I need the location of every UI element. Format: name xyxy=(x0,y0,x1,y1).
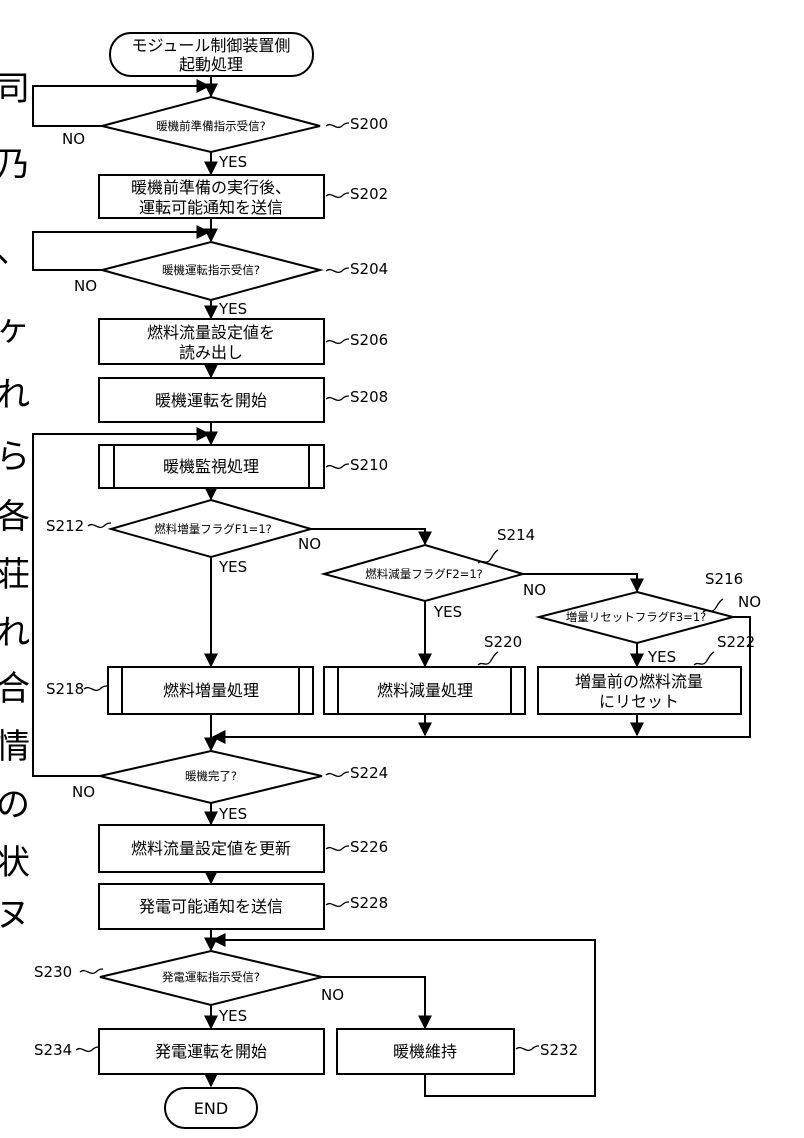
margin-glyph: の xyxy=(0,785,30,825)
step-ref-s230: S230 xyxy=(34,963,72,981)
margin-glyph: れ xyxy=(0,613,30,653)
process-label: 発電可能通知を送信 xyxy=(139,897,283,916)
process-s232: 暖機維持 xyxy=(337,1029,514,1074)
process-label-line2: 運転可能通知を送信 xyxy=(139,198,283,217)
process-label-line2: 読み出し xyxy=(179,343,243,362)
step-ref-s228: S228 xyxy=(350,894,388,912)
decision-s212: 燃料増量フラグF1=1? xyxy=(111,500,311,557)
end-terminal: END xyxy=(165,1088,257,1128)
margin-glyph: 各 xyxy=(0,497,30,537)
no-label: NO xyxy=(523,581,546,599)
decision-label: 発電運転指示受信? xyxy=(162,970,260,984)
subprocess-s220: 燃料減量処理 xyxy=(324,667,525,714)
process-label-line1: 増量前の燃料流量 xyxy=(575,672,703,691)
decision-label: 燃料増量フラグF1=1? xyxy=(154,522,272,536)
no-label: NO xyxy=(62,130,85,148)
process-label: 暖機監視処理 xyxy=(163,457,259,476)
margin-glyph: ヌ xyxy=(0,895,30,935)
yes-label: YES xyxy=(647,648,676,666)
decision-s204: 暖機運転指示受信? xyxy=(102,242,320,300)
margin-text: 司 乃 、 ヶ れ ら 各 荘 れ 合 情 の 状 ヌ xyxy=(0,69,30,935)
step-ref-s216: S216 xyxy=(705,570,743,588)
margin-glyph: 状 xyxy=(0,843,30,883)
process-label-line1: 燃料流量設定値を xyxy=(147,323,275,342)
step-ref-s220: S220 xyxy=(484,633,522,651)
decision-s230: 発電運転指示受信? xyxy=(100,951,322,1005)
step-ref-s202: S202 xyxy=(350,185,388,203)
decision-label: 暖機運転指示受信? xyxy=(162,263,260,277)
decision-s214: 燃料減量フラグF2=1? xyxy=(324,545,523,601)
margin-glyph: 情 xyxy=(0,727,30,767)
decision-s200: 暖機前準備指示受信? xyxy=(102,97,320,152)
decision-s216: 増量リセットフラグF3=1? xyxy=(539,592,733,643)
step-ref-s206: S206 xyxy=(350,331,388,349)
subprocess-s210: 暖機監視処理 xyxy=(99,445,324,488)
margin-glyph: 合 xyxy=(0,669,30,709)
yes-label: YES xyxy=(218,300,247,318)
step-ref-s226: S226 xyxy=(350,838,388,856)
no-label: NO xyxy=(321,986,344,1004)
decision-label: 増量リセットフラグF3=1? xyxy=(566,610,707,624)
step-ref-s212: S212 xyxy=(46,517,84,535)
no-label: NO xyxy=(74,277,97,295)
process-label-line2: にリセット xyxy=(599,692,679,711)
process-s228: 発電可能通知を送信 xyxy=(99,884,324,929)
margin-glyph: 司 xyxy=(0,69,30,109)
margin-glyph: ら xyxy=(0,437,30,477)
no-label: NO xyxy=(72,783,95,801)
margin-glyph: 荘 xyxy=(0,555,30,595)
margin-glyph: 、 xyxy=(0,231,30,271)
process-label: 発電運転を開始 xyxy=(155,1042,267,1061)
process-s206: 燃料流量設定値を 読み出し xyxy=(99,319,324,364)
process-label: 燃料減量処理 xyxy=(377,681,473,700)
process-s222: 増量前の燃料流量 にリセット xyxy=(538,667,741,714)
yes-label: YES xyxy=(218,805,247,823)
decision-label: 暖機完了? xyxy=(185,769,237,783)
yes-label: YES xyxy=(218,153,247,171)
step-ref-s222: S222 xyxy=(717,633,755,651)
decision-s224: 暖機完了? xyxy=(100,751,322,803)
decision-label: 燃料減量フラグF2=1? xyxy=(365,567,483,581)
process-label: 燃料増量処理 xyxy=(163,681,259,700)
step-ref-s208: S208 xyxy=(350,388,388,406)
yes-label: YES xyxy=(218,1007,247,1025)
step-ref-s204: S204 xyxy=(350,260,388,278)
process-label: 燃料流量設定値を更新 xyxy=(131,839,291,858)
start-label-line2: 起動処理 xyxy=(179,55,243,74)
process-s234: 発電運転を開始 xyxy=(99,1029,324,1074)
process-label-line1: 暖機前準備の実行後、 xyxy=(131,178,291,197)
process-s202: 暖機前準備の実行後、 運転可能通知を送信 xyxy=(99,175,324,218)
yes-label: YES xyxy=(218,558,247,576)
process-label: 暖機運転を開始 xyxy=(155,391,267,410)
margin-glyph: 乃 xyxy=(0,145,30,185)
decision-label: 暖機前準備指示受信? xyxy=(156,119,266,133)
process-s208: 暖機運転を開始 xyxy=(99,378,324,422)
step-ref-s200: S200 xyxy=(350,115,388,133)
step-ref-s218: S218 xyxy=(46,680,84,698)
step-ref-s210: S210 xyxy=(350,456,388,474)
yes-label: YES xyxy=(433,603,462,621)
step-ref-s214: S214 xyxy=(497,526,535,544)
subprocess-s218: 燃料増量処理 xyxy=(108,667,313,714)
no-label: NO xyxy=(298,535,321,553)
end-label: END xyxy=(194,1099,228,1118)
step-ref-s234: S234 xyxy=(34,1041,72,1059)
step-ref-s232: S232 xyxy=(540,1041,578,1059)
start-label-line1: モジュール制御装置側 xyxy=(132,36,291,55)
step-ref-s224: S224 xyxy=(350,764,388,782)
start-terminal: モジュール制御装置側 起動処理 xyxy=(110,33,313,76)
margin-glyph: れ xyxy=(0,375,30,415)
margin-glyph: ヶ xyxy=(0,309,30,349)
no-label: NO xyxy=(738,593,761,611)
process-s226: 燃料流量設定値を更新 xyxy=(99,825,324,872)
process-label: 暖機維持 xyxy=(393,1042,457,1061)
